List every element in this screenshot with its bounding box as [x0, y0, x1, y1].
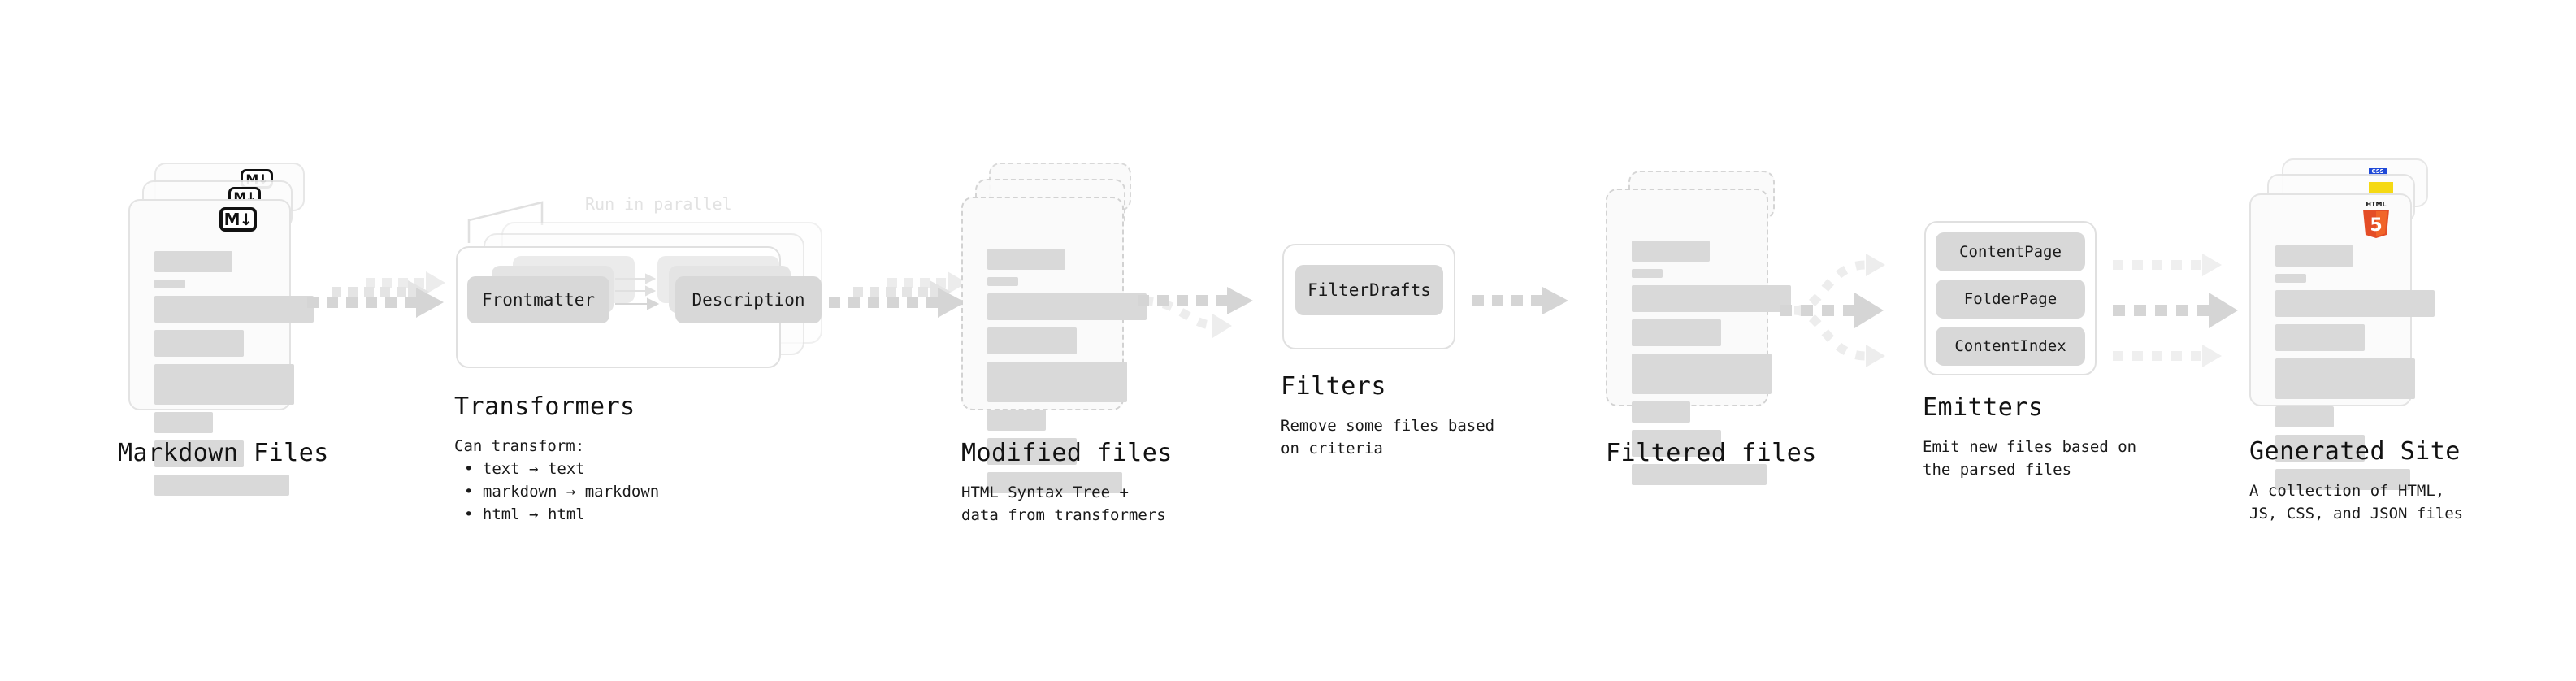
html5-icon: HTML 5 [2363, 201, 2389, 238]
css-icon: CSS [2369, 168, 2387, 176]
connector-filtered-to-emitters [1780, 236, 1934, 382]
filtered-file-stack [1599, 171, 1794, 485]
stage-title-generated-site: Generated Site [2249, 437, 2461, 466]
stage-title-filtered-files: Filtered files [1606, 439, 1817, 467]
transformer-chip-description[interactable]: Description [675, 276, 822, 323]
svg-text:5: 5 [2370, 215, 2382, 236]
emitter-chip-contentindex[interactable]: ContentIndex [1936, 327, 2085, 366]
stage-title-transformers: Transformers [454, 393, 635, 421]
connector-filters-to-filtered [1472, 286, 1578, 327]
stage-title-markdown-files: Markdown Files [118, 439, 329, 467]
stage-modified-files: Modified files HTML Syntax Tree + data f… [955, 163, 1172, 524]
file-content-skeleton [154, 251, 314, 503]
file-content-skeleton [2275, 245, 2435, 497]
connector-markdown-to-transformers [307, 271, 445, 341]
run-in-parallel-label: Run in parallel [585, 194, 732, 214]
stage-subtitle-emitters: Emit new files based on the parsed files [1923, 438, 2137, 479]
connector-emitters-to-site [2113, 236, 2267, 382]
stage-subtitle-transformers: Can transform: [454, 437, 585, 455]
modified-file-stack [955, 163, 1150, 493]
file-sheet-front [128, 199, 314, 496]
stage-subtitle-modified-files: HTML Syntax Tree + data from transformer… [961, 484, 1166, 524]
transformer-bullet-1: • markdown → markdown [464, 483, 660, 501]
transformer-bullet-0: • text → text [464, 460, 585, 478]
generated-site-stack: CSS HTML [2243, 154, 2454, 490]
markdown-icon: M↓ [219, 207, 257, 232]
stage-subtitle-filters: Remove some files based on criteria [1281, 417, 1495, 458]
svg-text:HTML: HTML [2366, 201, 2386, 208]
transformer-chip-frontmatter[interactable]: Frontmatter [467, 276, 609, 323]
markdown-file-stack: M↓ M↓ M↓ [122, 163, 333, 496]
stage-generated-site: CSS HTML [2243, 154, 2463, 523]
connector-modified-to-filters [1138, 275, 1268, 348]
stage-title-modified-files: Modified files [961, 439, 1173, 467]
stage-title-filters: Filters [1281, 372, 1386, 401]
stage-markdown-files: M↓ M↓ M↓ Markdown Files [118, 163, 333, 496]
file-sheet-front [1606, 189, 1791, 485]
emitter-chip-contentpage[interactable]: ContentPage [1936, 232, 2085, 271]
emitter-chip-folderpage[interactable]: FolderPage [1936, 280, 2085, 319]
stage-subtitle-generated-site: A collection of HTML, JS, CSS, and JSON … [2249, 482, 2464, 523]
filter-chip-filterdrafts[interactable]: FilterDrafts [1295, 265, 1443, 315]
transformer-inner-arrows [615, 273, 660, 310]
run-in-parallel-bracket [467, 201, 544, 243]
file-content-skeleton [1632, 241, 1791, 492]
stage-title-emitters: Emitters [1923, 393, 2044, 422]
stage-filtered-files: Filtered files [1599, 171, 1816, 485]
js-icon [2369, 182, 2393, 197]
transformer-bullet-2: • html → html [464, 505, 585, 523]
file-content-skeleton [987, 249, 1147, 501]
connector-transformers-to-modified [829, 271, 967, 341]
file-sheet-front [961, 197, 1147, 493]
